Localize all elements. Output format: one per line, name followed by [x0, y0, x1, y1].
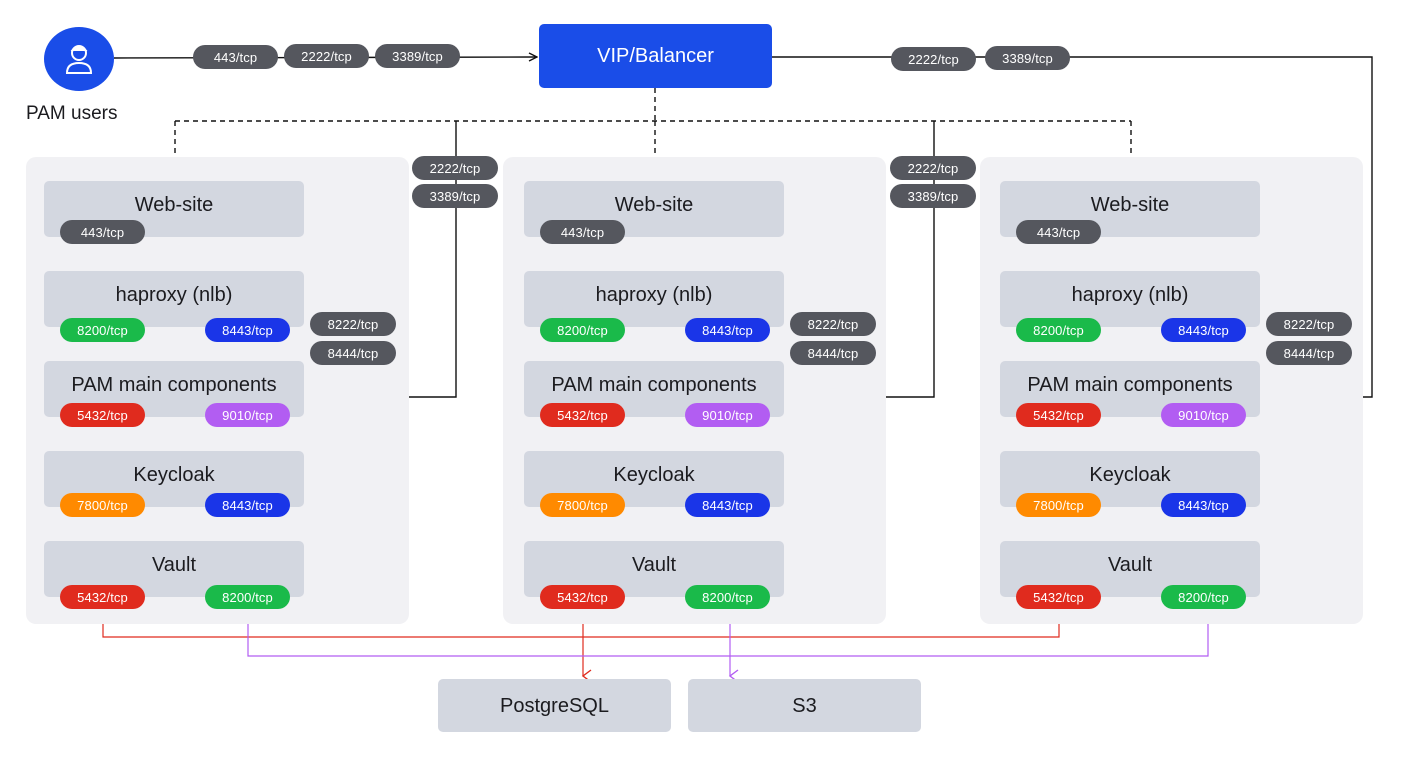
user-avatar	[44, 27, 114, 91]
node1-pam-port-right: 9010/tcp	[205, 403, 290, 427]
user-port-3389: 3389/tcp	[375, 44, 460, 68]
node2-website-port: 443/tcp	[540, 220, 625, 244]
node2-vault-port-left: 5432/tcp	[540, 585, 625, 609]
node3-pam-port-right: 9010/tcp	[1161, 403, 1246, 427]
node1-haproxy-port-right: 8443/tcp	[205, 318, 290, 342]
s3-box: S3	[688, 679, 921, 732]
node1-ssh-port: 2222/tcp	[412, 156, 498, 180]
node1-rdp-port: 3389/tcp	[412, 184, 498, 208]
node2-ssh-port: 2222/tcp	[890, 156, 976, 180]
node3-backchannel-8444: 8444/tcp	[1266, 341, 1352, 365]
node3-vault-port-right: 8200/tcp	[1161, 585, 1246, 609]
node2-pam-port-right: 9010/tcp	[685, 403, 770, 427]
user-port-443: 443/tcp	[193, 45, 278, 69]
postgresql-box: PostgreSQL	[438, 679, 671, 732]
node2-backchannel-8222: 8222/tcp	[790, 312, 876, 336]
node2-haproxy-port-left: 8200/tcp	[540, 318, 625, 342]
node2-haproxy-box: haproxy (nlb)	[524, 271, 784, 327]
node1-vault-port-left: 5432/tcp	[60, 585, 145, 609]
node2-keycloak-port-right: 8443/tcp	[685, 493, 770, 517]
node3-backchannel-8222: 8222/tcp	[1266, 312, 1352, 336]
node1-haproxy-port-left: 8200/tcp	[60, 318, 145, 342]
node2-vault-port-right: 8200/tcp	[685, 585, 770, 609]
node3-vault-port-left: 5432/tcp	[1016, 585, 1101, 609]
node3-haproxy-box: haproxy (nlb)	[1000, 271, 1260, 327]
user-icon	[65, 45, 93, 74]
balancer-port-3389: 3389/tcp	[985, 46, 1070, 70]
users-label: PAM users	[26, 103, 118, 124]
node3-keycloak-port-right: 8443/tcp	[1161, 493, 1246, 517]
node2-pam-port-left: 5432/tcp	[540, 403, 625, 427]
node2-haproxy-port-right: 8443/tcp	[685, 318, 770, 342]
node1-backchannel-8222: 8222/tcp	[310, 312, 396, 336]
node3-haproxy-port-left: 8200/tcp	[1016, 318, 1101, 342]
node3-website-port: 443/tcp	[1016, 220, 1101, 244]
node1-pam-port-left: 5432/tcp	[60, 403, 145, 427]
user-port-2222: 2222/tcp	[284, 44, 369, 68]
node1-keycloak-port-right: 8443/tcp	[205, 493, 290, 517]
node1-keycloak-port-left: 7800/tcp	[60, 493, 145, 517]
node1-backchannel-8444: 8444/tcp	[310, 341, 396, 365]
node3-keycloak-port-left: 7800/tcp	[1016, 493, 1101, 517]
vip-balancer: VIP/Balancer	[539, 24, 772, 88]
node2-backchannel-8444: 8444/tcp	[790, 341, 876, 365]
node3-pam-port-left: 5432/tcp	[1016, 403, 1101, 427]
node1-haproxy-box: haproxy (nlb)	[44, 271, 304, 327]
node3-haproxy-port-right: 8443/tcp	[1161, 318, 1246, 342]
balancer-port-2222: 2222/tcp	[891, 47, 976, 71]
node1-vault-port-right: 8200/tcp	[205, 585, 290, 609]
node1-website-port: 443/tcp	[60, 220, 145, 244]
node2-keycloak-port-left: 7800/tcp	[540, 493, 625, 517]
node2-rdp-port: 3389/tcp	[890, 184, 976, 208]
